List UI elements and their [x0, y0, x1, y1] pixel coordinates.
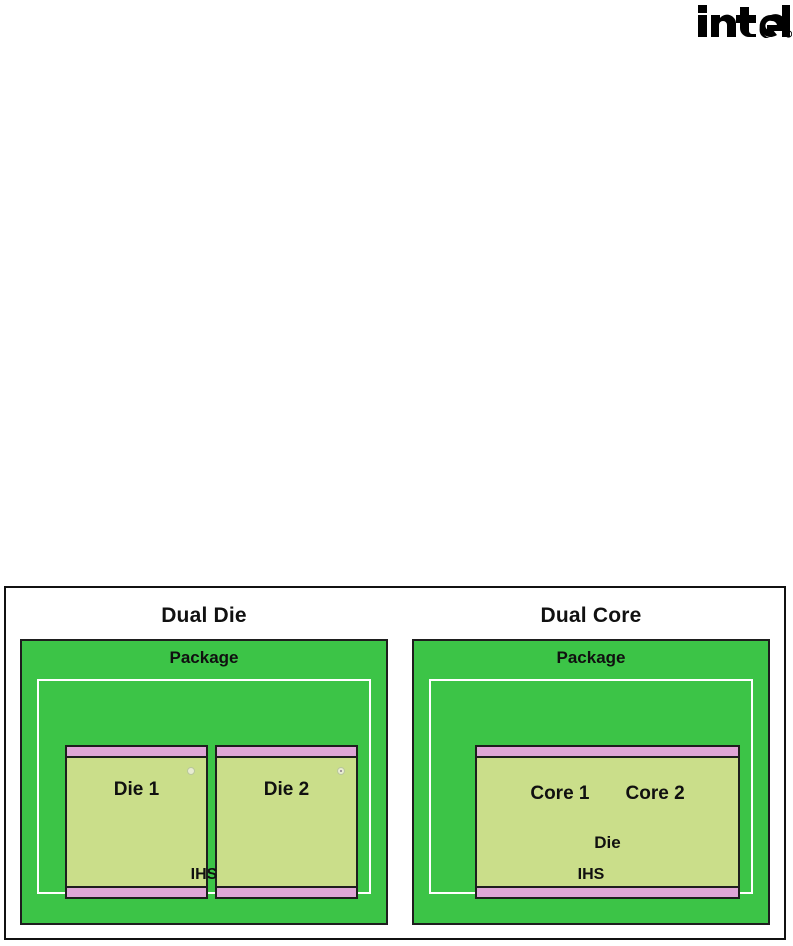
die-2-bottom-strip	[217, 886, 356, 897]
panel-dual-core: Dual Core Package Core 1 Core 2 Die IHS	[412, 588, 770, 938]
die-1-label: Die 1	[113, 779, 160, 800]
panel-title-dual-core: Dual Core	[540, 604, 642, 627]
ihs-label-dual-die: IHS	[190, 866, 218, 883]
intel-wordmark-icon: R	[698, 5, 792, 38]
panel-dual-die: Dual Die Package Die 1 Die 2 IHS	[20, 588, 388, 938]
core-2-label: Core 2	[625, 783, 685, 804]
package-box-dual-core: Package Core 1 Core 2 Die IHS	[412, 639, 770, 925]
ihs-region-dual-die: Die 1 Die 2 IHS	[37, 679, 371, 899]
die-1-marker-dot	[187, 767, 195, 775]
package-label-dual-die: Package	[169, 648, 239, 667]
ihs-label-dual-core: IHS	[577, 866, 605, 883]
die-2-label: Die 2	[263, 779, 310, 800]
die-block-single: Core 1 Core 2 Die	[475, 745, 740, 899]
die-single-top-strip	[477, 747, 738, 758]
die-2-top-strip	[217, 747, 356, 758]
die-single-bottom-strip	[477, 886, 738, 897]
die-single-label: Die	[594, 833, 621, 852]
panel-title-dual-die: Dual Die	[161, 604, 247, 627]
svg-text:R: R	[787, 32, 790, 37]
intel-logo: R	[696, 2, 792, 38]
core-1-label: Core 1	[530, 783, 590, 804]
die-block-1: Die 1	[65, 745, 208, 899]
die-1-top-strip	[67, 747, 206, 758]
package-label-dual-core: Package	[556, 648, 626, 667]
package-box-dual-die: Package Die 1 Die 2 IHS	[20, 639, 388, 925]
die-block-2: Die 2	[215, 745, 358, 899]
figure-frame: Dual Die Package Die 1 Die 2 IHS	[4, 586, 786, 940]
die-1-bottom-strip	[67, 886, 206, 897]
ihs-region-dual-core: Core 1 Core 2 Die IHS	[429, 679, 753, 899]
die-2-marker-dot	[337, 767, 345, 775]
core-label-row: Core 1 Core 2	[477, 783, 738, 805]
